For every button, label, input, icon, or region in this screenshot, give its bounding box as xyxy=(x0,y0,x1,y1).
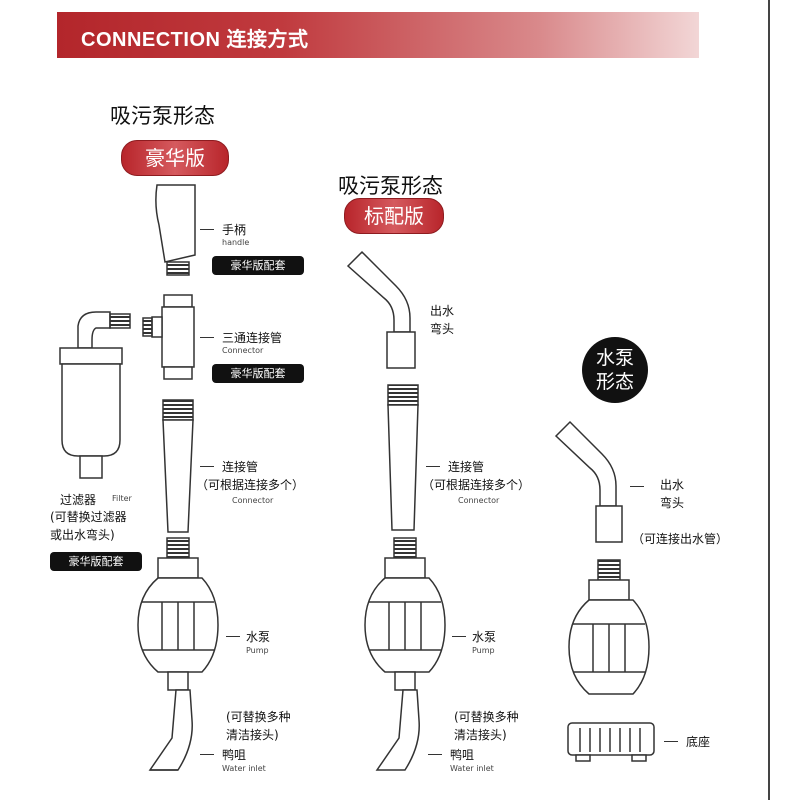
deluxe-tag-handle: 豪华版配套 xyxy=(212,256,304,275)
standard-nozzle xyxy=(375,689,420,771)
filter-label: 过滤器 xyxy=(60,493,97,507)
leader-line xyxy=(200,229,214,230)
standard-badge: 标配版 xyxy=(344,198,444,234)
leader-line xyxy=(226,636,240,637)
deluxe-connector-tube xyxy=(162,399,194,533)
waterpump-elbow-label: 出水 弯头 xyxy=(660,478,685,510)
standard-nozzle-label: 鸭咀 xyxy=(450,748,475,762)
tee-label-en: Connector xyxy=(222,346,264,355)
deluxe-heading: 吸污泵形态 xyxy=(110,104,215,128)
standard-elbow xyxy=(346,250,416,369)
header-banner: CONNECTION 连接方式 xyxy=(57,12,699,58)
leader-line xyxy=(200,754,214,755)
standard-tube-label-en: Connector xyxy=(458,496,500,505)
deluxe-nozzle-label-en: Water inlet xyxy=(222,764,266,773)
deluxe-pump xyxy=(137,537,219,691)
standard-tube-note: （可根据连接多个） xyxy=(422,478,531,492)
deluxe-handle xyxy=(155,184,196,276)
deluxe-tube-note: （可根据连接多个） xyxy=(196,478,305,492)
standard-connector-tube xyxy=(387,384,419,531)
standard-heading: 吸污泵形态 xyxy=(338,174,443,198)
waterpump-badge-text: 水泵 形态 xyxy=(595,347,634,393)
handle-label-en: handle xyxy=(222,238,250,247)
deluxe-tag-filter: 豪华版配套 xyxy=(50,552,142,571)
deluxe-tag-tee: 豪华版配套 xyxy=(212,364,304,383)
leader-line xyxy=(428,754,442,755)
deluxe-nozzle xyxy=(148,689,193,771)
deluxe-nozzle-label: 鸭咀 xyxy=(222,748,247,762)
standard-pump-label-en: Pump xyxy=(472,646,495,655)
leader-line xyxy=(200,466,214,467)
leader-line xyxy=(630,486,644,487)
leader-line xyxy=(664,741,678,742)
deluxe-tube-label-en: Connector xyxy=(232,496,274,505)
filter-label-en: Filter xyxy=(112,494,132,503)
deluxe-tee-connector xyxy=(142,294,195,380)
waterpump-badge: 水泵 形态 xyxy=(582,337,648,403)
deluxe-badge: 豪华版 xyxy=(121,140,229,176)
page-border-line xyxy=(768,0,770,800)
standard-pump-label: 水泵 xyxy=(472,630,497,644)
waterpump-elbow xyxy=(554,420,623,543)
handle-label: 手柄 xyxy=(222,223,247,237)
standard-pump xyxy=(364,537,446,691)
waterpump-base-label: 底座 xyxy=(686,735,711,749)
waterpump-base xyxy=(567,722,655,762)
deluxe-filter xyxy=(59,311,131,479)
deluxe-pump-label: 水泵 xyxy=(246,630,271,644)
banner-title: CONNECTION 连接方式 xyxy=(81,29,309,51)
leader-line xyxy=(200,337,214,338)
standard-elbow-label: 出水 弯头 xyxy=(430,304,455,336)
standard-nozzle-note: (可替换多种 清洁接头) xyxy=(454,710,519,742)
leader-line xyxy=(452,636,466,637)
leader-line xyxy=(426,466,440,467)
deluxe-nozzle-note: (可替换多种 清洁接头) xyxy=(226,710,291,742)
filter-note: (可替换过滤器 或出水弯头) xyxy=(50,510,127,542)
standard-tube-label: 连接管 xyxy=(448,460,485,474)
deluxe-pump-label-en: Pump xyxy=(246,646,269,655)
waterpump-pump xyxy=(568,559,650,695)
waterpump-elbow-note: （可连接出水管） xyxy=(632,532,729,546)
deluxe-tube-label: 连接管 xyxy=(222,460,259,474)
standard-nozzle-label-en: Water inlet xyxy=(450,764,494,773)
tee-label: 三通连接管 xyxy=(222,331,283,345)
